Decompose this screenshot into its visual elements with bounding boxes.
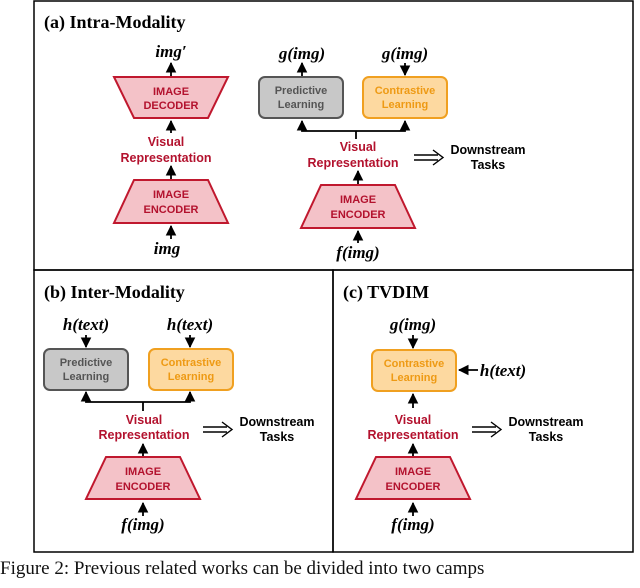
visual-representation-label-a1-2: Representation [121, 151, 212, 165]
contrastive-learning-label-b-1: Contrastive [161, 357, 222, 369]
panel-c-frame [332, 269, 634, 553]
image-encoder-block-b [84, 456, 202, 500]
downstream-tasks-label-c-1: Downstream [508, 415, 583, 429]
image-encoder-label-c-2: ENCODER [385, 481, 440, 493]
figure-caption: Figure 2: Previous related works can be … [0, 558, 485, 579]
contrastive-learning-box-c [371, 349, 457, 392]
predictive-learning-label-a-2: Learning [278, 99, 324, 111]
downstream-tasks-label-b-2: Tasks [260, 430, 295, 444]
panel-b-title: (b) Inter-Modality [44, 282, 185, 303]
image-decoder-label-1: IMAGE [153, 86, 189, 98]
contrastive-learning-box-b [148, 348, 234, 391]
visual-representation-label-c-2: Representation [368, 428, 459, 442]
image-encoder-label-a2-1: IMAGE [340, 194, 376, 206]
h-text-label-c: h(text) [480, 361, 526, 380]
img-prime-output-label: img′ [155, 42, 186, 61]
image-encoder-label-a2-2: ENCODER [330, 209, 385, 221]
downstream-tasks-label-c-2: Tasks [529, 430, 564, 444]
predictive-learning-box-a [258, 76, 344, 119]
visual-representation-label-b-2: Representation [99, 428, 190, 442]
h-text-label-pred: h(text) [63, 315, 109, 334]
g-img-label-contr: g(img) [381, 44, 428, 63]
panel-a-title: (a) Intra-Modality [44, 12, 185, 33]
contrastive-learning-label-b-2: Learning [168, 371, 214, 383]
image-encoder-block-a2 [299, 184, 417, 229]
f-img-input-label-a: f(img) [336, 243, 379, 262]
img-input-label-a1: img [154, 239, 181, 258]
image-encoder-block-a1 [112, 179, 230, 224]
image-encoder-label-a1-2: ENCODER [143, 204, 198, 216]
branch-lines-a [296, 119, 411, 132]
downstream-tasks-label-b-1: Downstream [239, 415, 314, 429]
contrastive-learning-label-a-1: Contrastive [375, 85, 436, 97]
contrastive-learning-box-a [362, 76, 448, 119]
panel-b-frame [33, 269, 334, 553]
predictive-learning-label-a-1: Predictive [275, 85, 328, 97]
contrastive-learning-label-c-2: Learning [391, 372, 437, 384]
f-img-input-label-b: f(img) [121, 515, 164, 534]
visual-representation-label-a1-1: Visual [148, 135, 185, 149]
image-encoder-label-b-1: IMAGE [125, 466, 161, 478]
branch-lines-b [80, 390, 196, 403]
image-decoder-block [112, 76, 230, 119]
predictive-learning-label-b-1: Predictive [60, 357, 113, 369]
image-encoder-label-a1-1: IMAGE [153, 189, 189, 201]
downstream-tasks-label-a-2: Tasks [471, 158, 506, 172]
f-img-input-label-c: f(img) [391, 515, 434, 534]
visual-representation-label-a2-2: Representation [308, 156, 399, 170]
image-encoder-block-c [354, 456, 472, 500]
panel-a-frame [33, 0, 634, 271]
g-img-label-pred: g(img) [278, 44, 325, 63]
visual-representation-label-a2-1: Visual [340, 140, 377, 154]
panel-c-title: (c) TVDIM [343, 282, 429, 303]
double-arrow-b [203, 421, 234, 438]
g-img-label-c: g(img) [389, 315, 436, 334]
double-arrow-c [472, 421, 503, 438]
visual-representation-label-c-1: Visual [395, 413, 432, 427]
image-encoder-label-c-1: IMAGE [395, 466, 431, 478]
h-text-label-contr: h(text) [167, 315, 213, 334]
predictive-learning-label-b-2: Learning [63, 371, 109, 383]
double-arrow-a [414, 149, 445, 166]
image-decoder-label-2: DECODER [143, 100, 198, 112]
image-encoder-label-b-2: ENCODER [115, 481, 170, 493]
contrastive-learning-label-c-1: Contrastive [384, 358, 445, 370]
contrastive-learning-label-a-2: Learning [382, 99, 428, 111]
predictive-learning-box-b [43, 348, 129, 391]
visual-representation-label-b-1: Visual [126, 413, 163, 427]
downstream-tasks-label-a-1: Downstream [450, 143, 525, 157]
